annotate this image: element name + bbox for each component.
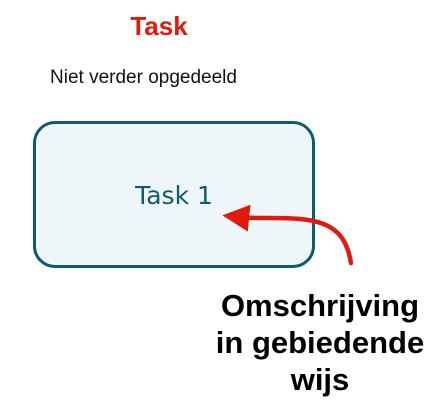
annotation-line-3: wijs — [290, 362, 350, 397]
task-label: Task 1 — [135, 181, 213, 210]
diagram-title: Task — [130, 11, 188, 41]
task-box: Task 1 — [33, 121, 315, 268]
annotation-line-1: Omschrijving — [220, 288, 420, 323]
annotation-text: Omschrijving in gebiedende wijs — [200, 287, 440, 398]
annotation-line-2: in gebiedende — [215, 325, 425, 360]
diagram-subtitle: Niet verder opgedeeld — [50, 67, 237, 88]
